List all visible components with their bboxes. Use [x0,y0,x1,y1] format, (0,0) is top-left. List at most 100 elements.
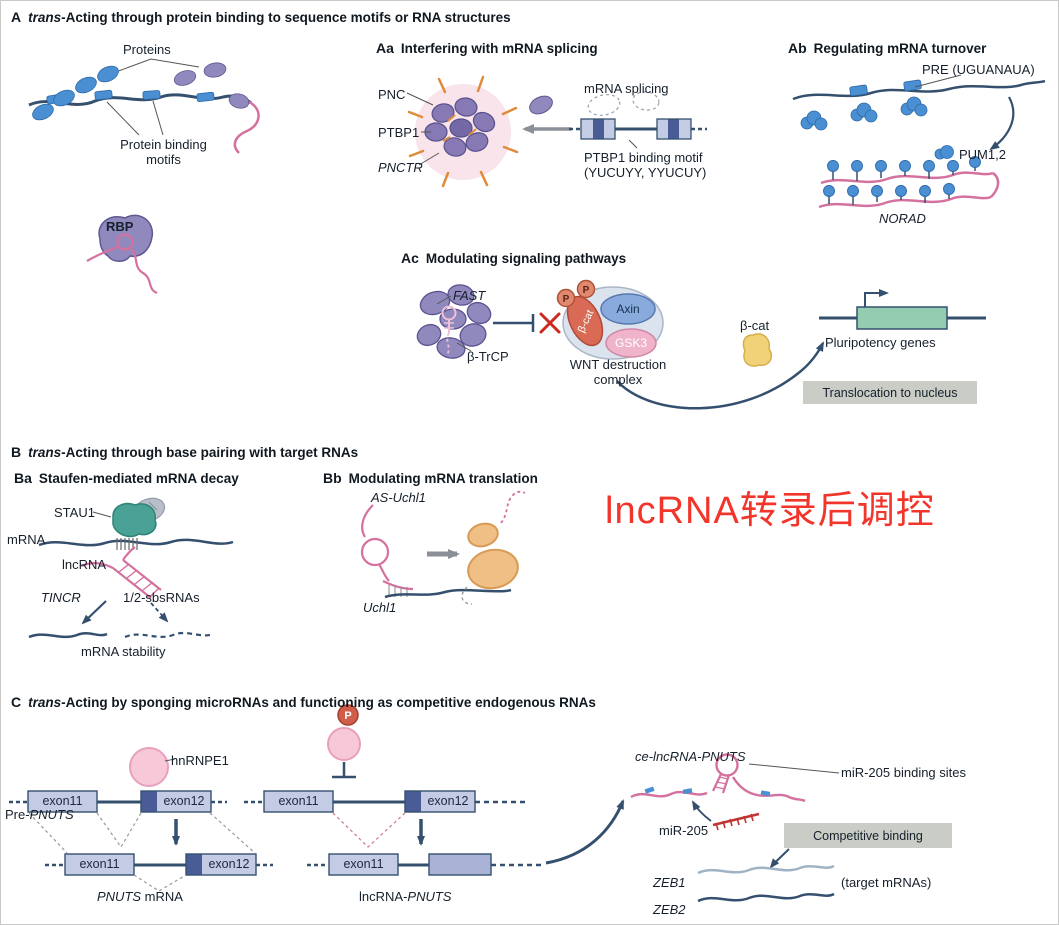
panel-ba-diagram [28,497,234,639]
decay-arrow-dashed [150,602,169,623]
zeb2-strand [697,892,835,903]
panel-ac-diagram: β-cat Axin GSK3 P P [416,279,986,410]
rbp-label: RBP [106,219,134,234]
base-pair-hatches [116,538,138,550]
pnctr-label: PNCTR [378,160,423,175]
panel-ab-diagram [792,74,1046,209]
target-mrnas-label: (target mRNAs) [841,875,932,890]
lncrna-strand [80,546,136,569]
stau1-blob [112,502,157,538]
axin-label: Axin [616,302,639,316]
mrna-strand [38,538,234,547]
ribosome-small-subunit [467,522,499,548]
rna-loop [116,233,134,251]
axin-oval [600,293,656,325]
transcription-arrow [864,289,889,307]
mir205-hatches [715,813,754,831]
phosphate-label: P [344,710,351,722]
pnuts-mrna-label: PNUTS mRNA [97,889,183,904]
mir205-label: miR-205 [659,823,709,838]
phosphate-label: P [563,294,570,305]
exon12-label: exon12 [208,857,250,871]
pnc-label: PNC [378,87,406,102]
degraded-mrna-strand [124,631,214,639]
panel-c-diagram: P [9,704,840,903]
ptbp1-motif-label: PTBP1 binding motif(YUCUYY, YYUCUY) [584,150,707,180]
mrna-splicing-label: mRNA splicing [584,81,669,96]
panel-a-protein-diagram [28,58,260,154]
mrna-label: mRNA [7,532,46,547]
mir205-sites-label: miR-205 binding sites [841,765,967,780]
mir-binding-loop [715,753,739,777]
hnrnpe1-blob [129,747,169,787]
gsk3-oval [605,328,657,358]
panel-bb-diagram [360,490,526,605]
watermark-text: lncRNA转录后调控 [605,490,935,532]
exon11-label: exon11 [42,794,83,808]
ce-lncrna-strand [630,790,708,799]
btrcp-label: β-TrCP [467,349,509,364]
panel-aa-diagram [406,75,707,188]
tincr-label: TINCR [41,590,81,605]
red-x-icon [539,312,561,334]
phospho-hnrnpe1-blob [327,727,361,761]
phosphate-label: P [583,285,590,296]
pre-pnuts-label: Pre-PNUTS [5,807,74,822]
pum-protein-blobs [800,96,954,160]
retained-intron-box [428,853,492,876]
stau1-label: STAU1 [54,505,95,520]
exon12-label: exon12 [427,794,469,808]
zeb2-label: ZEB2 [653,902,686,917]
uchl1-label: Uchl1 [363,600,397,615]
protein-oval [32,103,54,121]
droplet-inner-sticks [442,114,477,142]
phosphate-icon [576,279,596,299]
translocation-box: Translocation to nucleus [803,381,977,404]
uchl1-mrna-strand [384,588,512,599]
phosphate-icon [337,704,359,726]
norad-strand-2 [818,195,992,209]
norad-label: NORAD [879,211,926,226]
rbp-diagram [86,214,158,295]
gsk3-label: GSK3 [615,336,647,350]
hnrnpe1-label: hnRNPE1 [171,753,229,768]
ptbp1-label: PTBP1 [378,125,420,140]
duplex-rungs [118,563,160,597]
ribosome-large-subunit [467,548,519,590]
zeb1-label: ZEB1 [653,875,686,890]
turnover-arrow [989,96,1015,151]
translocation-arrow [616,341,825,410]
decay-arrow-solid [81,600,107,625]
exon11-label: exon11 [343,857,384,871]
free-beta-catenin-blob [742,333,773,367]
nascent-thread [500,490,526,524]
splice-path-dashed [96,812,142,849]
proteins-label: Proteins [123,42,171,57]
sbsrnas-label: 1/2-sbsRNAs [123,590,200,605]
fast-label: FAST [453,288,486,303]
lncrna-pnuts-label: lncRNA-PNUTS [359,889,452,904]
free-beta-catenin-label: β-cat [740,318,770,333]
pre-element-label: PRE (UGUANAUA) [922,62,1035,77]
mir-sponge-arrow [692,800,712,822]
norad-strand-1 [820,171,994,185]
pluripotency-gene-box [856,306,948,330]
pluripotency-genes-label: Pluripotency genes [825,335,936,350]
free-ptbp1 [529,95,553,115]
stable-mrna-strand [28,632,108,639]
ce-lncrna-pnuts-label: ce-lncRNA-PNUTS [635,749,746,764]
pum-label: PUM1,2 [959,147,1006,162]
lncrna-label: lncRNA [62,557,107,572]
pre-element-box [849,84,868,97]
mir-site-ticks [644,786,771,797]
